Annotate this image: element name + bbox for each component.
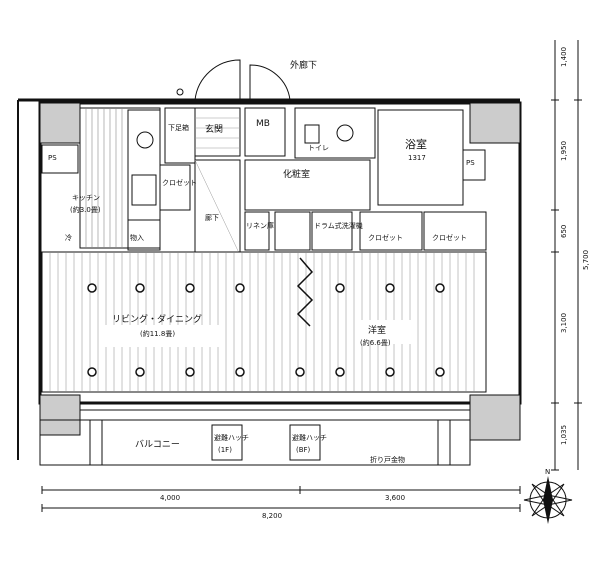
right-dimensions: 1,400 1,950 650 3,100 5,700 1,035 — [551, 40, 590, 471]
shoe-cabinet-label: 下足箱 — [168, 123, 189, 132]
mb-label: MB — [256, 119, 270, 129]
entrance-area: 下足箱 玄関 MB クロゼット 廊下 物入 — [127, 107, 286, 256]
window-line — [80, 401, 470, 411]
corridor-area: 外廊下 — [176, 59, 317, 101]
dim-right-bottom: 1,035 — [560, 425, 568, 445]
hatch-left-label: 避難ハッチ — [214, 433, 249, 442]
wet-area: トイレ 浴室 1317 PS 化粧室 リネン庫 ドラム式洗濯機 クロゼット クロ… — [244, 107, 487, 251]
entrance-label: 玄関 — [205, 123, 223, 135]
western-size-label: (約6.6畳) — [360, 338, 391, 347]
dim-right-2: 650 — [560, 225, 568, 238]
bathroom-label: 浴室 — [405, 137, 427, 151]
ps-left-label: PS — [48, 154, 57, 162]
closet-a-label: クロゼット — [368, 233, 403, 242]
dim-right-1: 1,950 — [560, 141, 568, 161]
western-label: 洋室 — [368, 324, 386, 336]
linen-label: リネン庫 — [246, 221, 274, 230]
living-area: リビング・ダイニング (約11.8畳) 洋室 (約6.6畳) — [41, 251, 487, 393]
dim-bottom-right: 3,600 — [385, 494, 405, 502]
corridor-label: 外廊下 — [290, 59, 317, 71]
balcony-label: バルコニー — [135, 439, 180, 450]
kitchen-size-label: (約3.0畳) — [70, 205, 101, 214]
washroom-label: 化粧室 — [283, 168, 310, 180]
hallway-label: 廊下 — [205, 213, 219, 222]
hinge-label: 折り戸金物 — [370, 455, 405, 464]
fridge-label: 冷 — [65, 233, 72, 242]
storage-label: 物入 — [130, 233, 144, 242]
living-size-label: (約11.8畳) — [140, 329, 175, 338]
kitchen-label: キッチン — [72, 194, 100, 202]
dim-right-3: 3,100 — [560, 313, 568, 333]
compass-north-label: N — [545, 468, 550, 476]
hatch-left-size-label: (1F) — [218, 446, 232, 454]
bottom-dimensions: 4,000 3,600 8,200 — [41, 486, 521, 520]
bath-size-label: 1317 — [408, 154, 426, 162]
balcony-area: バルコニー 避難ハッチ (1F) 避難ハッチ (BF) 折り戸金物 — [39, 419, 471, 466]
hatch-right-label: 避難ハッチ — [292, 433, 327, 442]
toilet-label: トイレ — [308, 144, 329, 152]
dim-bottom-left: 4,000 — [160, 494, 180, 502]
hatch-right-size-label: (BF) — [296, 446, 311, 454]
dim-bottom-total: 8,200 — [262, 512, 282, 520]
closet-b-label: クロゼット — [432, 233, 467, 242]
ps-right-label: PS — [466, 159, 475, 167]
closet-left-label: クロゼット — [162, 178, 197, 187]
compass-icon: N — [523, 468, 573, 524]
washer-label: ドラム式洗濯機 — [314, 221, 363, 230]
living-label: リビング・ダイニング — [112, 313, 202, 325]
kitchen-area: PS キッチン (約3.0畳) 冷 — [41, 107, 161, 249]
dim-right-top: 1,400 — [560, 47, 568, 67]
dim-right-total: 5,700 — [582, 250, 590, 270]
exterior-walls — [17, 98, 522, 460]
